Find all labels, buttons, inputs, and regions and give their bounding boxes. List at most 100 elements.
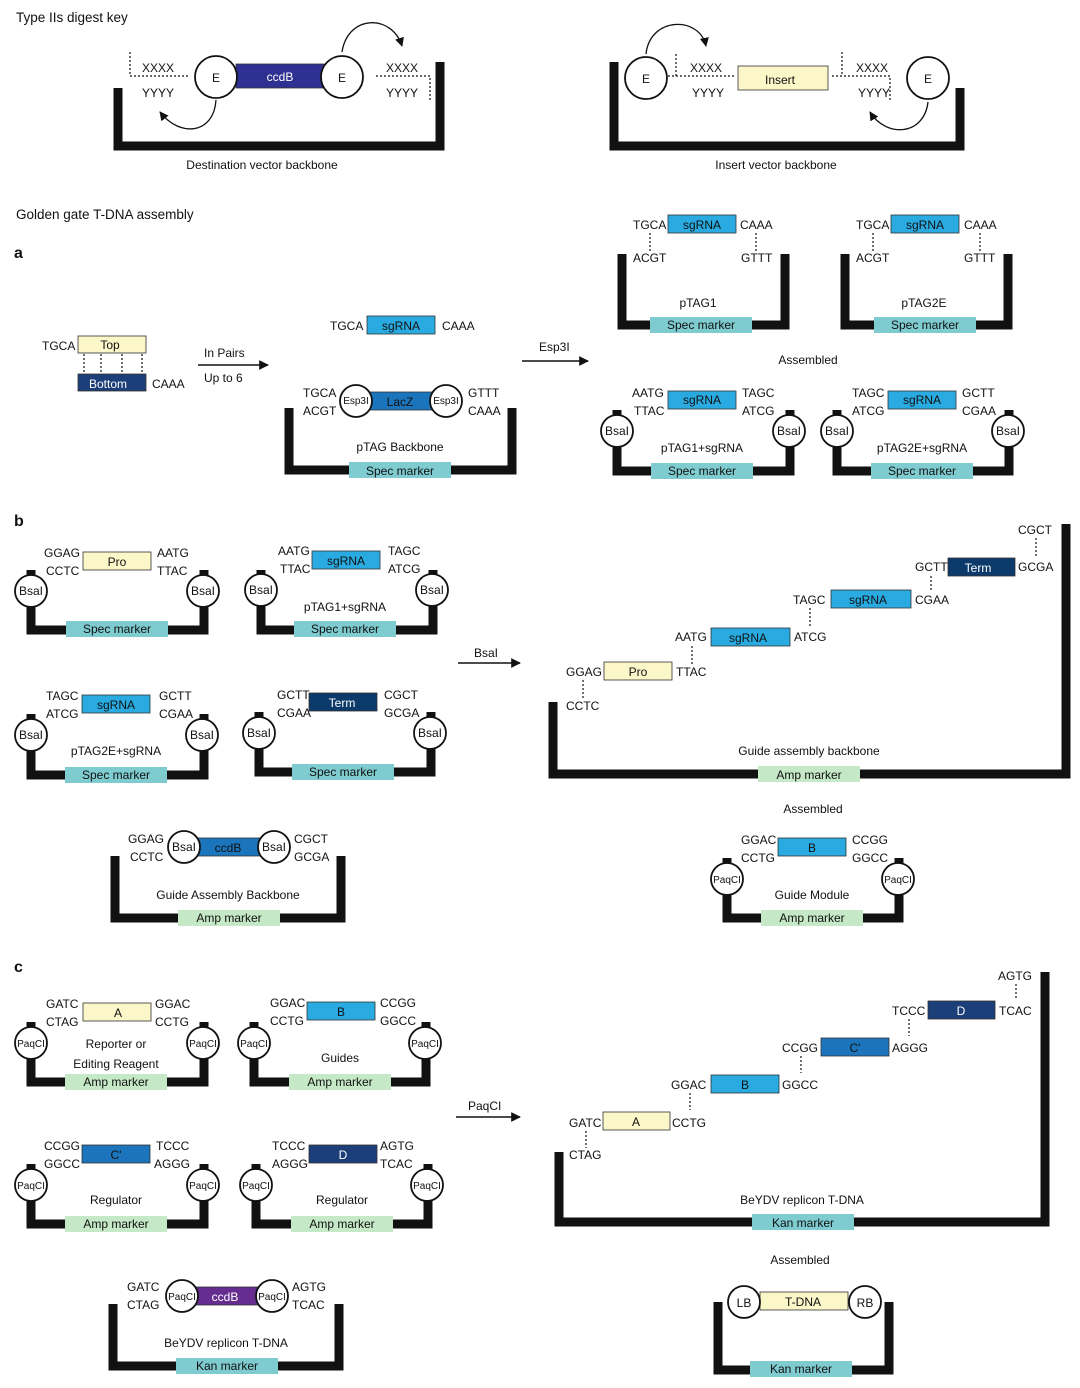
ptag1-sgrna-bsai-right (772, 414, 806, 448)
c-out-kan-label: Kan marker (772, 1216, 834, 1230)
c-d-paqci-left (239, 1168, 273, 1202)
term-spec-label: Spec marker (309, 765, 377, 779)
guide-module-vector: GGAC CCTG B CCGG GGCC PaqCI PaqCI Guide … (710, 833, 915, 926)
c-a-amp-box (65, 1074, 167, 1090)
ptag-spec-marker-box (349, 462, 451, 478)
up-to-6-label: Up to 6 (204, 371, 243, 385)
b-ptag2e-gctt: GCTT (159, 689, 192, 703)
ptag2e-sgrna-bsai-left-label: BsaI (825, 424, 849, 438)
insert-e-left: E (642, 72, 650, 86)
c-d-tcac: TCAC (380, 1157, 413, 1171)
c-out-ggac: GGAC (671, 1078, 707, 1092)
ptag1-sgrna-tagc: TAGC (742, 386, 775, 400)
ptag1-sgrna-insert-box (667, 390, 737, 410)
c-out-tcac: TCAC (999, 1004, 1032, 1018)
c-beydv-tcac: TCAC (292, 1298, 325, 1312)
term-vector: GCTT CGAA Term CGCT GCGA BsaI BsaI Spec … (242, 688, 447, 780)
c-b-cctg: CCTG (270, 1014, 304, 1028)
gao-cgaa: CGAA (915, 593, 949, 607)
gm-paqci-left (710, 862, 744, 896)
ptag1-acgt: ACGT (633, 251, 667, 265)
c-d-amp-label: Amp marker (309, 1217, 374, 1231)
c-a-ggac: GGAC (155, 997, 191, 1011)
c-beydv-gatc: GATC (127, 1280, 160, 1294)
b-ptag1-spec-box (294, 621, 396, 637)
dest-ccdb-box (235, 63, 325, 89)
oligo-caaa: CAAA (152, 377, 185, 391)
pro-ggag: GGAG (44, 546, 80, 560)
c-out-agtg: AGTG (998, 969, 1032, 983)
ptag2e-sgrna-bsai-left (820, 414, 854, 448)
gao-atcg: ATCG (794, 630, 826, 644)
c-out-a-box (602, 1111, 671, 1131)
c-cprime-ccgg: CCGG (44, 1139, 80, 1153)
gab-ccdb-label: ccdB (215, 841, 242, 855)
gao-ggag: GGAG (566, 665, 602, 679)
c-d-box (308, 1144, 378, 1164)
ptag1-caaa: CAAA (740, 218, 773, 232)
gao-amp-box (758, 766, 860, 782)
gao-cgct: CGCT (1018, 523, 1053, 537)
gab-amp-box (178, 910, 280, 926)
ptag2e-sgrna-label: sgRNA (906, 218, 944, 232)
insert-right-cut (832, 75, 891, 100)
c-cprime-paqci-left (14, 1168, 48, 1202)
b-ptag2e-sgrna-box (81, 694, 151, 714)
c-d-vector: TCCC AGGG D AGTG TCAC PaqCI PaqCI Regula… (239, 1139, 444, 1232)
gab-gcga: GCGA (294, 850, 329, 864)
c-b-paqci-right-label: PaqCI (411, 1039, 439, 1050)
ptag-sgrna-box (366, 315, 436, 335)
term-cgaa: CGAA (277, 706, 311, 720)
b-ptag2e-name: pTAG2E+sgRNA (71, 744, 161, 758)
bsai-step-label: BsaI (474, 646, 498, 660)
b-ptag1-sgrna-vector: AATG TTAC sgRNA TAGC ATCG BsaI BsaI pTAG… (244, 544, 449, 637)
gao-tagc: TAGC (793, 593, 826, 607)
c-cprime-amp-box (65, 1216, 167, 1232)
ptag1-sgrna-bsai-left (600, 414, 634, 448)
pro-box (82, 551, 152, 571)
gao-aatg: AATG (675, 630, 707, 644)
panel-c-assembled-label: Assembled (770, 1253, 829, 1267)
b-ptag2e-bsai-left (14, 718, 48, 752)
pro-label: Pro (108, 555, 127, 569)
top-oligo-box (77, 335, 147, 354)
c-out-ctag: CTAG (569, 1148, 601, 1162)
insert-xxxx-left: XXXX (690, 61, 722, 75)
c-final-tdna-vector: T-DNA LB RB Kan marker (713, 1285, 894, 1377)
c-beydv-paqci-left (165, 1279, 199, 1313)
guide-assembly-output: CGCT GCTT Term GCGA TAGC sgRNA CGAA AATG… (548, 523, 1071, 782)
ptag-sgrna-tgca: TGCA (330, 319, 363, 333)
ptag1-gttt: GTTT (741, 251, 773, 265)
c-cprime-amp-label: Amp marker (83, 1217, 148, 1231)
c-b-ccgg: CCGG (380, 996, 416, 1010)
gao-amp-label: Amp marker (776, 768, 841, 782)
c-beydv-kan-label: Kan marker (196, 1359, 258, 1373)
gab-amp-label: Amp marker (196, 911, 261, 925)
c-cprime-label: C' (111, 1148, 122, 1162)
c-out-gatc: GATC (569, 1116, 602, 1130)
c-final-kan-label: Kan marker (770, 1362, 832, 1376)
dest-e-right: E (338, 71, 346, 85)
gm-b-label: B (808, 841, 816, 855)
term-bsai-right-label: BsaI (418, 726, 442, 740)
insert-backbone-label: Insert vector backbone (715, 158, 837, 172)
c-out-tccc: TCCC (892, 1004, 926, 1018)
ptag2e-sgrna-spec-label: Spec marker (888, 464, 956, 478)
ptag1-sgrna-insert-label: sgRNA (683, 393, 721, 407)
ptag1-sgrna-bsai-right-label: BsaI (777, 424, 801, 438)
insert-yyyy-left: YYYY (692, 86, 724, 100)
gab-bsai-right-label: BsaI (262, 840, 286, 854)
gm-ggac: GGAC (741, 833, 777, 847)
term-label: Term (329, 696, 356, 710)
insert-box (737, 65, 829, 91)
gab-label: Guide Assembly Backbone (156, 888, 300, 902)
insert-vector: XXXX YYYY XXXX YYYY Insert E E Insert ve… (609, 23, 965, 172)
gm-paqci-right (881, 862, 915, 896)
pro-vector: GGAG CCTC Pro AATG TTAC BsaI BsaI Spec m… (14, 546, 220, 637)
ptag1-vector: TGCA sgRNA CAAA ACGT GTTT pTAG1 Spec mar… (617, 214, 790, 333)
c-final-lb-site (727, 1285, 761, 1319)
pro-bsai-right (186, 574, 220, 608)
ptag1-sgrna-spec-box (651, 463, 753, 479)
gao-term-label: Term (965, 561, 992, 575)
b-ptag1-bsai-right (415, 573, 449, 607)
